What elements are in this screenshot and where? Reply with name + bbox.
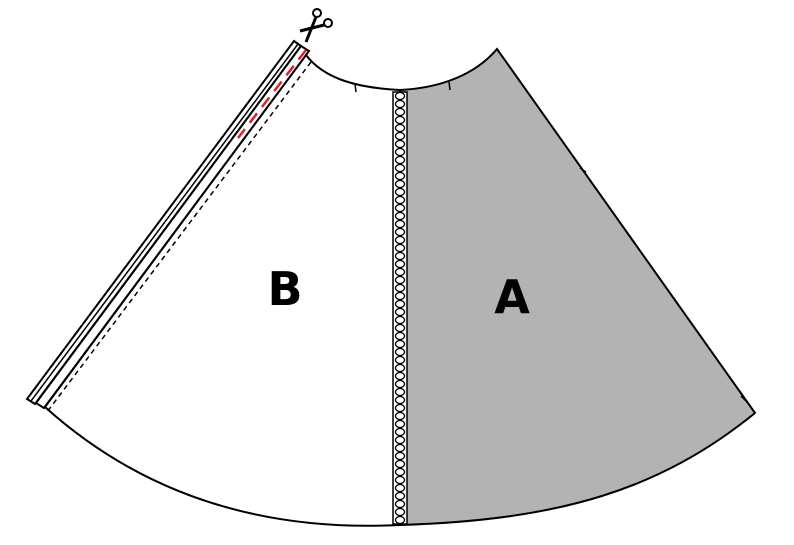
seam-loop xyxy=(394,299,406,309)
seam-loop xyxy=(394,147,406,157)
seam-loop xyxy=(394,363,406,373)
seam-loop xyxy=(394,251,406,261)
seam-loop xyxy=(394,91,406,101)
seam-loop xyxy=(394,163,406,173)
seam-loop xyxy=(394,355,406,365)
stitch-line xyxy=(46,61,312,413)
center-seam xyxy=(392,91,408,525)
seam-loop xyxy=(394,347,406,357)
seam-loop xyxy=(394,507,406,517)
seam-loop xyxy=(394,267,406,277)
seam-loop xyxy=(394,323,406,333)
seam-loop xyxy=(394,107,406,117)
seam-loop xyxy=(394,179,406,189)
seam-loop xyxy=(394,427,406,437)
seam-loop xyxy=(394,99,406,109)
panel-b xyxy=(43,53,401,527)
seam-loop xyxy=(394,315,406,325)
seam-loop xyxy=(394,235,406,245)
seam-loop xyxy=(394,115,406,125)
seam-loop xyxy=(394,243,406,253)
seam-loop xyxy=(394,259,406,269)
seam-loop xyxy=(394,339,406,349)
seam-loop xyxy=(394,275,406,285)
seam-loop xyxy=(394,203,406,213)
seam-loop xyxy=(394,387,406,397)
seam-loop xyxy=(394,395,406,405)
seam-loop xyxy=(394,131,406,141)
panel-b-label: B xyxy=(267,262,302,316)
seam-loop xyxy=(394,331,406,341)
seam-loop xyxy=(394,403,406,413)
seam-loop xyxy=(394,123,406,133)
seam-loop xyxy=(394,443,406,453)
seam-loop xyxy=(394,491,406,501)
seam-loop xyxy=(394,187,406,197)
seam-loop xyxy=(394,139,406,149)
seam-loop xyxy=(394,171,406,181)
seam-loop xyxy=(394,451,406,461)
seam-loop xyxy=(394,227,406,237)
seam-loop xyxy=(394,419,406,429)
seam-loop xyxy=(394,467,406,477)
panel-a xyxy=(399,47,757,527)
panel-a-label: A xyxy=(494,270,530,324)
seam-loop xyxy=(394,435,406,445)
seam-loop xyxy=(394,515,406,525)
seam-loop xyxy=(394,371,406,381)
seam-loop xyxy=(394,283,406,293)
seam-loop xyxy=(394,307,406,317)
bound-edge-strip xyxy=(25,39,311,410)
seam-loop xyxy=(394,483,406,493)
scissors-icon xyxy=(299,8,333,43)
seam-loop xyxy=(394,411,406,421)
seam-loop xyxy=(394,155,406,165)
seam-loop xyxy=(394,195,406,205)
seam-loop xyxy=(394,499,406,509)
seam-loop xyxy=(394,211,406,221)
seam-loop xyxy=(394,475,406,485)
seam-loop xyxy=(394,219,406,229)
seam-loop xyxy=(394,459,406,469)
seam-loop xyxy=(394,379,406,389)
seam-loop xyxy=(394,291,406,301)
